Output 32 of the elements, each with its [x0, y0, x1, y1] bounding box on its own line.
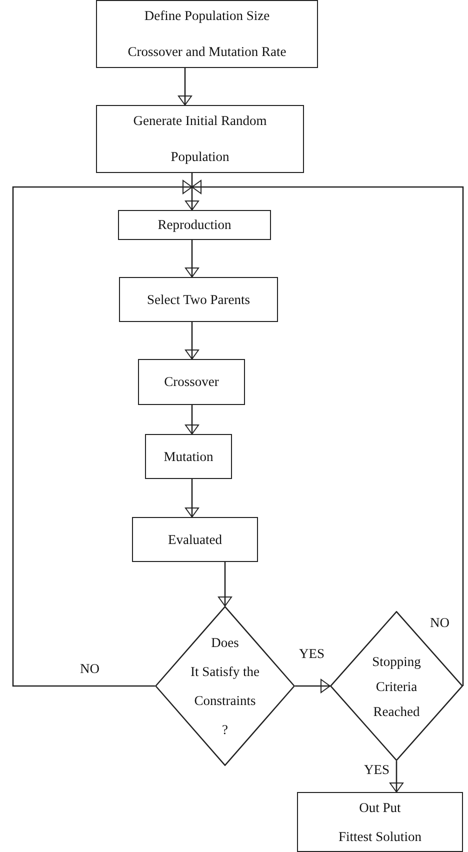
step-text: Reproduction	[158, 216, 232, 234]
arrow	[185, 322, 199, 360]
arrow	[218, 562, 232, 606]
decision-diamond	[330, 611, 463, 761]
connector-line	[191, 173, 193, 187]
process-box	[138, 359, 245, 405]
arrow	[192, 180, 464, 686]
arrow	[178, 68, 192, 106]
process-box	[145, 434, 232, 479]
process-box	[96, 0, 318, 68]
decision-diamond	[155, 606, 295, 766]
process-box	[96, 105, 304, 173]
arrow	[12, 180, 192, 687]
step-text: Crossover	[164, 373, 219, 391]
step-text: Generate Initial Random Population	[132, 112, 268, 166]
step-text: Evaluated	[168, 530, 222, 548]
arrow	[185, 187, 199, 210]
arrow	[185, 240, 199, 278]
process-box	[297, 792, 463, 852]
arrow	[295, 679, 330, 693]
decision-text: Stopping Criteria Reached	[371, 652, 422, 720]
decision-text: Does It Satisfy the Constraints ?	[190, 634, 260, 739]
process-box	[132, 517, 258, 562]
arrow	[185, 479, 199, 518]
arrow	[185, 405, 199, 434]
arrow	[390, 761, 404, 792]
process-box	[118, 210, 271, 240]
step-text: Out Put Fittest Solution	[338, 799, 422, 846]
step-text: Select Two Parents	[146, 290, 250, 308]
step-text: Define Population Size Crossover and Mutation Rate	[126, 7, 288, 61]
process-box	[119, 277, 278, 322]
step-text: Mutation	[164, 448, 214, 466]
